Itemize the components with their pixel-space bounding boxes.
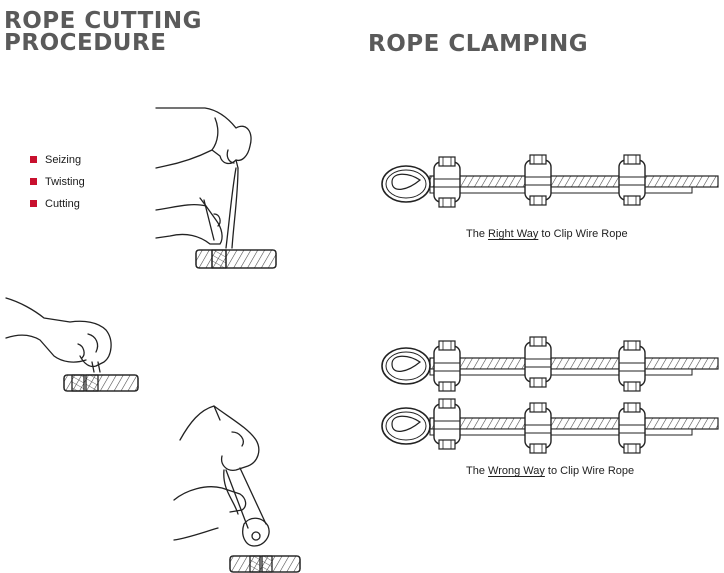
rope-cutting-heading: ROPE CUTTING PROCEDURE xyxy=(4,8,202,56)
step-twisting: Twisting xyxy=(30,175,85,197)
bullet-square-icon xyxy=(30,178,37,185)
wrong-way-clamp-diagram-2 xyxy=(381,398,719,454)
wrong-way-clamp-diagram-1 xyxy=(381,336,719,392)
bullet-square-icon xyxy=(30,156,37,163)
right-way-underlined: Right Way xyxy=(488,228,539,240)
right-way-caption: The Right Way to Clip Wire Rope xyxy=(466,228,628,240)
right-way-clamp-diagram xyxy=(381,154,719,208)
heading-line-2: PROCEDURE xyxy=(4,30,167,56)
wrong-way-underlined: Wrong Way xyxy=(488,465,545,477)
cutting-steps-list: Seizing Twisting Cutting xyxy=(30,153,85,219)
rope-clamping-heading: ROPE CLAMPING xyxy=(368,31,589,57)
cutting-illustration xyxy=(173,405,301,573)
twisting-illustration xyxy=(5,297,139,392)
step-cutting: Cutting xyxy=(30,197,85,219)
wrong-way-caption: The Wrong Way to Clip Wire Rope xyxy=(466,465,635,477)
step-seizing: Seizing xyxy=(30,153,85,175)
heading-line-1: ROPE CUTTING xyxy=(4,8,202,34)
bullet-square-icon xyxy=(30,200,37,207)
seizing-illustration xyxy=(155,107,277,269)
